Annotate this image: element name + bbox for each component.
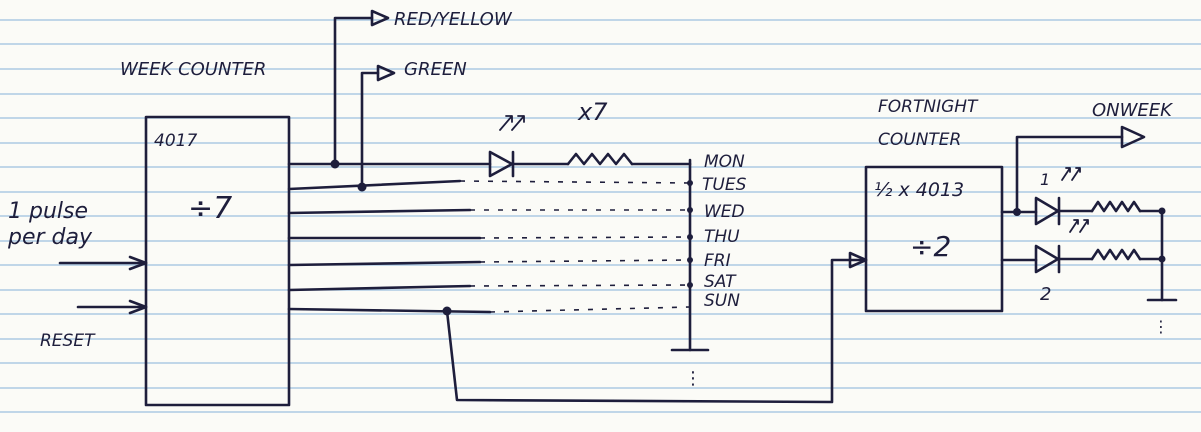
- day-label-fri: FRI: [704, 251, 731, 271]
- led1-light-rays-icon: [1061, 167, 1081, 181]
- paper-rules: [0, 19, 1201, 413]
- chip-4013-label: ½ x 4013: [874, 179, 964, 201]
- light-rays-icon: [499, 115, 525, 131]
- onweek-label: ONWEEK: [1092, 100, 1173, 121]
- onweek-wire: [1000, 135, 1124, 214]
- sun-clock-wire: [445, 258, 868, 404]
- day-label-sat: SAT: [704, 272, 737, 292]
- led1-label: 1: [1040, 170, 1050, 189]
- led1-diode: [1034, 196, 1060, 226]
- clock-input-arrow: [848, 251, 868, 269]
- week-counter-label: WEEK COUNTER: [120, 59, 266, 80]
- right-ground-dots: ⋮: [1153, 317, 1169, 336]
- resistor-mon: [566, 152, 634, 166]
- led2-light-rays-icon: [1069, 219, 1089, 233]
- day-label-tues: TUES: [702, 175, 747, 195]
- fortnight-label-line1: FORTNIGHT: [878, 97, 979, 117]
- reset-input-arrow: [128, 299, 148, 315]
- red-yellow-arrow: [370, 9, 390, 27]
- pulse-label-line2: per day: [7, 225, 93, 250]
- chip-4017-box: [144, 115, 291, 407]
- divide-by-7-label: ÷7: [188, 191, 232, 226]
- right-bus-junction-2: [1158, 255, 1166, 263]
- chip-4017-label: 4017: [154, 131, 197, 151]
- green-label: GREEN: [404, 59, 467, 80]
- green-arrow: [376, 64, 396, 82]
- reset-label: RESET: [40, 331, 96, 351]
- day-label-thu: THU: [704, 227, 740, 247]
- red-yellow-label: RED/YELLOW: [394, 9, 513, 30]
- led-mon-diode: [488, 150, 514, 178]
- times-seven-label: x7: [577, 98, 608, 126]
- day-label-wed: WED: [704, 202, 745, 222]
- divide-by-2-label: ÷2: [910, 230, 951, 263]
- led2-label: 2: [1040, 284, 1051, 305]
- fortnight-label-line2: COUNTER: [878, 130, 961, 150]
- ground-dots: ⋮: [684, 368, 702, 389]
- green-tap-wire: [360, 71, 380, 189]
- resistor-led1: [1090, 200, 1142, 213]
- pulse-input-arrow: [128, 255, 148, 271]
- day-label-sun: SUN: [704, 291, 740, 311]
- red-yellow-tap-wire: [333, 16, 374, 166]
- onweek-arrow: [1120, 125, 1146, 149]
- right-bus-junction-1: [1158, 207, 1166, 215]
- bus-junctions: [687, 180, 693, 288]
- resistor-led2: [1090, 248, 1142, 261]
- led2-diode: [1034, 244, 1060, 274]
- pulse-label-line1: 1 pulse: [8, 199, 88, 224]
- day-label-mon: MON: [704, 152, 745, 172]
- chip-4013-box: [864, 165, 1004, 313]
- day-output-wires: [287, 162, 691, 314]
